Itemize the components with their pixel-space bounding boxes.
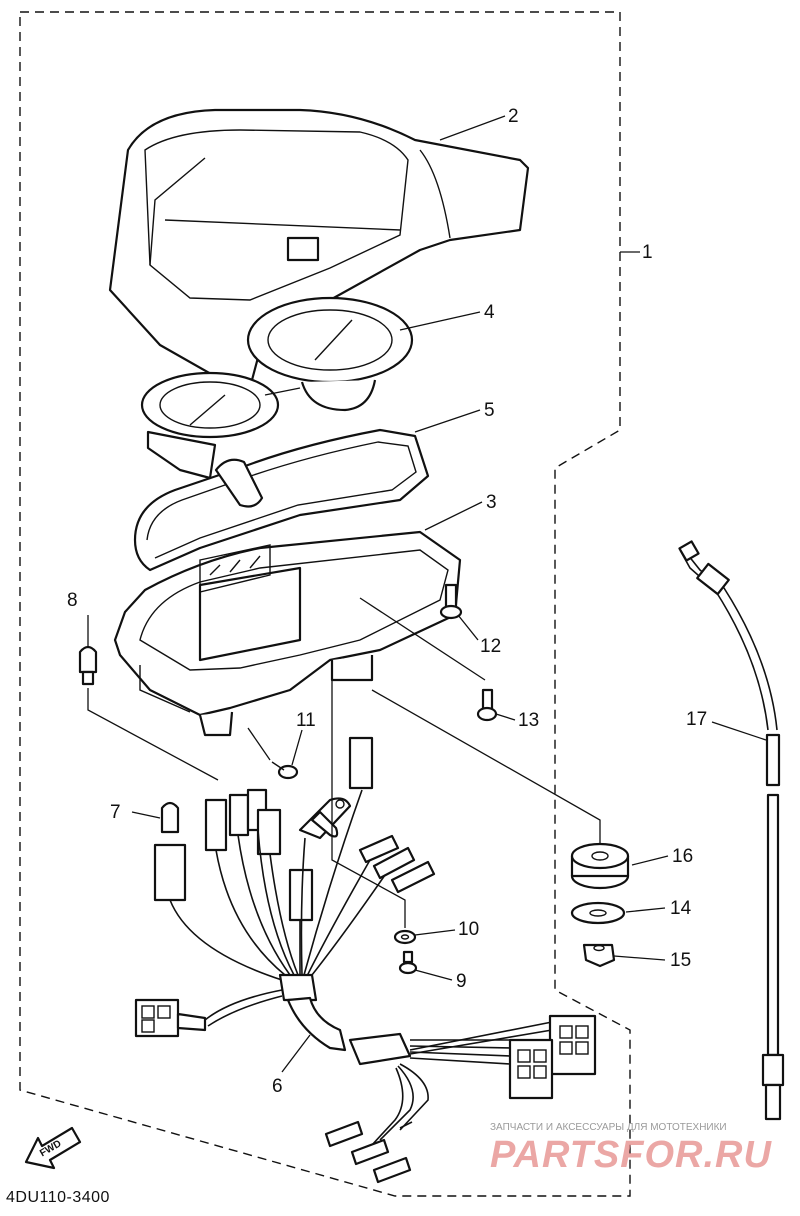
callout-16: 16: [672, 846, 693, 867]
callout-5: 5: [484, 400, 495, 421]
screw-9: [398, 950, 418, 975]
callout-10: 10: [458, 919, 479, 940]
callout-6: 6: [272, 1076, 283, 1097]
assembly-boundary: [19, 11, 631, 1197]
callout-7: 7: [110, 802, 121, 823]
callout-2: 2: [508, 106, 519, 127]
bulb-8: [78, 645, 98, 686]
grommet-16: [570, 842, 630, 890]
screw-12: [439, 583, 463, 620]
callout-12: 12: [480, 636, 501, 657]
callout-8: 8: [67, 590, 78, 611]
callout-numbers: 1 2 4 5 3 8 12 13 11 17 7 16 14 10 15 9 …: [67, 106, 707, 1097]
callout-1: 1: [642, 242, 653, 263]
washer-10: [393, 929, 417, 945]
callout-17: 17: [686, 709, 707, 730]
watermark-tagline: ЗАПЧАСТИ И АКСЕССУАРЫ ДЛЯ МОТОТЕХНИКИ: [490, 1122, 727, 1133]
screw-11: [271, 761, 299, 780]
washer-14: [570, 901, 626, 925]
nut-15: [582, 943, 616, 968]
callout-3: 3: [486, 492, 497, 513]
meter-cover: [108, 108, 530, 397]
meter-case: [113, 530, 462, 737]
speedometer-cable: [678, 540, 785, 1121]
screw-13: [476, 688, 498, 722]
callout-15: 15: [670, 950, 691, 971]
callout-13: 13: [518, 710, 539, 731]
callout-14: 14: [670, 898, 692, 919]
fwd-arrow-icon: FWD: [24, 1126, 82, 1170]
gauge-panel: [140, 296, 414, 439]
assembly-lines: [87, 597, 601, 928]
callout-9: 9: [456, 971, 467, 992]
watermark-logo: PARTSFOR.RU: [490, 1134, 772, 1176]
wire-harness: [134, 736, 597, 1184]
gasket: [133, 428, 430, 572]
callout-11: 11: [296, 710, 316, 731]
callout-4: 4: [484, 302, 495, 323]
callout-leaders: [87, 115, 767, 1073]
bulb-7: [160, 801, 180, 834]
drawing-code: 4DU110-3400: [6, 1189, 110, 1206]
